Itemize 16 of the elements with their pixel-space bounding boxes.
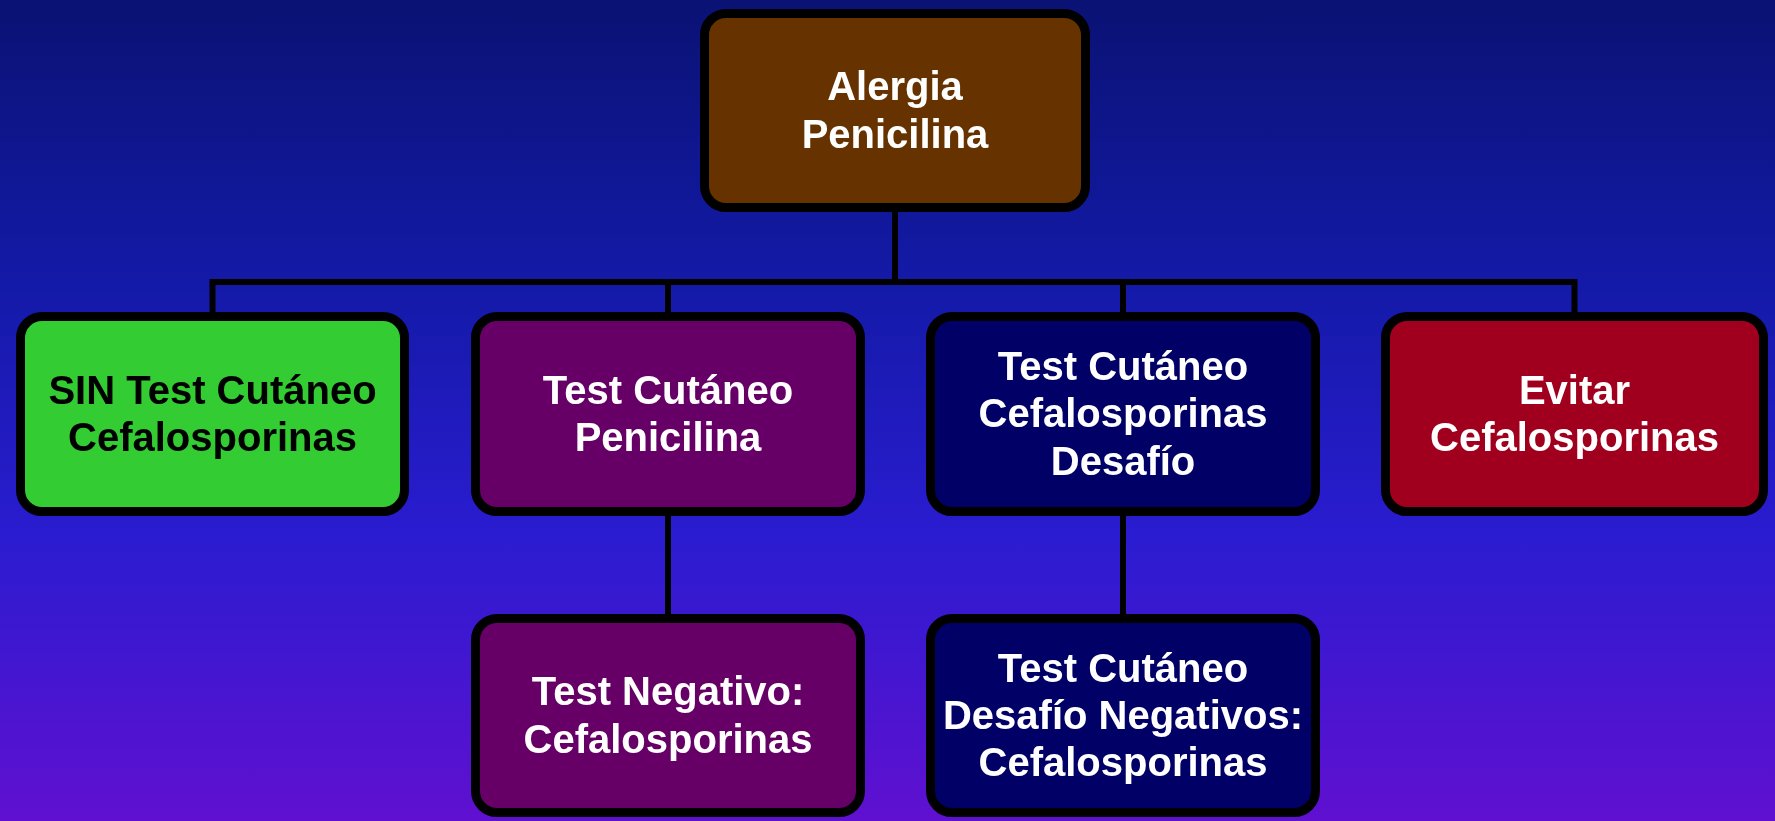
box-text: Test Cutáneo Cefalosporinas Desafío	[977, 343, 1269, 485]
process-box	[700, 9, 1090, 212]
box-text: SIN Test Cutáneo Cefalosporinas	[47, 366, 378, 461]
box-text: Test Negativo: Cefalosporinas	[522, 668, 814, 763]
connector-line	[665, 516, 671, 614]
box-text: Test Cutáneo Penicilina	[541, 366, 795, 461]
process-box	[16, 312, 409, 516]
process-box	[471, 614, 865, 817]
process-box	[1381, 312, 1768, 516]
box-text: Alergia Penicilina	[800, 63, 990, 158]
process-box	[926, 312, 1320, 516]
process-box	[926, 614, 1320, 817]
process-box	[471, 312, 865, 516]
connector-line	[1120, 516, 1126, 614]
box-text: Test Cutáneo Desafío Negativos: Cefalosporinas	[941, 644, 1305, 787]
box-text: Evitar Cefalosporinas	[1429, 366, 1720, 461]
